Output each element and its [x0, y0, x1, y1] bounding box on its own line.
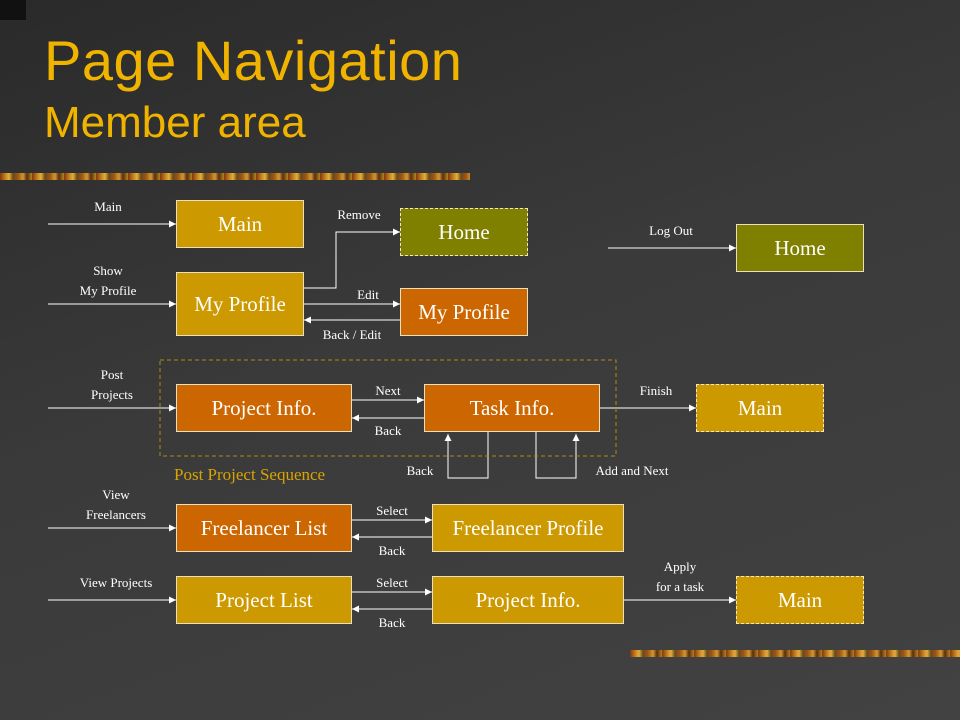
label-back-2: Back [378, 543, 406, 558]
label-post-projects-line1: Post [100, 367, 124, 382]
label-main-entry: Main [94, 199, 122, 214]
label-show-my-profile-line2: My Profile [79, 283, 137, 298]
label-view-freelancers-line2: Freelancers [86, 507, 146, 522]
box-my-profile-2[interactable]: My Profile [400, 288, 528, 336]
box-task-info[interactable]: Task Info. [424, 384, 600, 432]
box-project-info-2[interactable]: Project Info. [432, 576, 624, 624]
post-project-sequence-frame [159, 359, 617, 457]
label-show-my-profile-line1: Show [93, 263, 123, 278]
box-main-3[interactable]: Main [736, 576, 864, 624]
label-apply-line2: for a task [655, 579, 705, 594]
arrow-back-loop [444, 432, 489, 479]
box-project-list[interactable]: Project List [176, 576, 352, 624]
page-subtitle: Member area [44, 98, 306, 147]
decorative-stripe-bottom [630, 650, 960, 657]
arrow-remove [304, 228, 400, 289]
box-home-1[interactable]: Home [400, 208, 528, 256]
label-select-2: Select [376, 575, 408, 590]
box-main-2[interactable]: Main [696, 384, 824, 432]
label-back-edit: Back / Edit [322, 327, 382, 342]
box-freelancer-list[interactable]: Freelancer List [176, 504, 352, 552]
label-view-freelancers-line1: View [102, 487, 130, 502]
box-home-2[interactable]: Home [736, 224, 864, 272]
label-finish: Finish [639, 383, 673, 398]
corner-mark [0, 0, 26, 20]
label-add-and-next: Add and Next [595, 463, 669, 478]
label-next: Next [375, 383, 401, 398]
decorative-stripe-top [0, 173, 470, 180]
label-apply-line1: Apply [663, 559, 697, 574]
label-back-3: Back [378, 615, 406, 630]
box-my-profile-1[interactable]: My Profile [176, 272, 304, 336]
label-remove: Remove [337, 207, 381, 222]
arrow-add-next-loop [535, 432, 580, 479]
label-edit: Edit [357, 287, 379, 302]
label-log-out: Log Out [649, 223, 693, 238]
post-project-sequence-label: Post Project Sequence [174, 465, 326, 484]
label-view-projects: View Projects [79, 575, 153, 590]
page-title: Page Navigation [44, 29, 463, 92]
label-back-loop: Back [406, 463, 434, 478]
box-main-1[interactable]: Main [176, 200, 304, 248]
label-back-1: Back [374, 423, 402, 438]
box-freelancer-profile[interactable]: Freelancer Profile [432, 504, 624, 552]
label-post-projects-line2: Projects [91, 387, 133, 402]
label-select-1: Select [376, 503, 408, 518]
box-project-info-1[interactable]: Project Info. [176, 384, 352, 432]
